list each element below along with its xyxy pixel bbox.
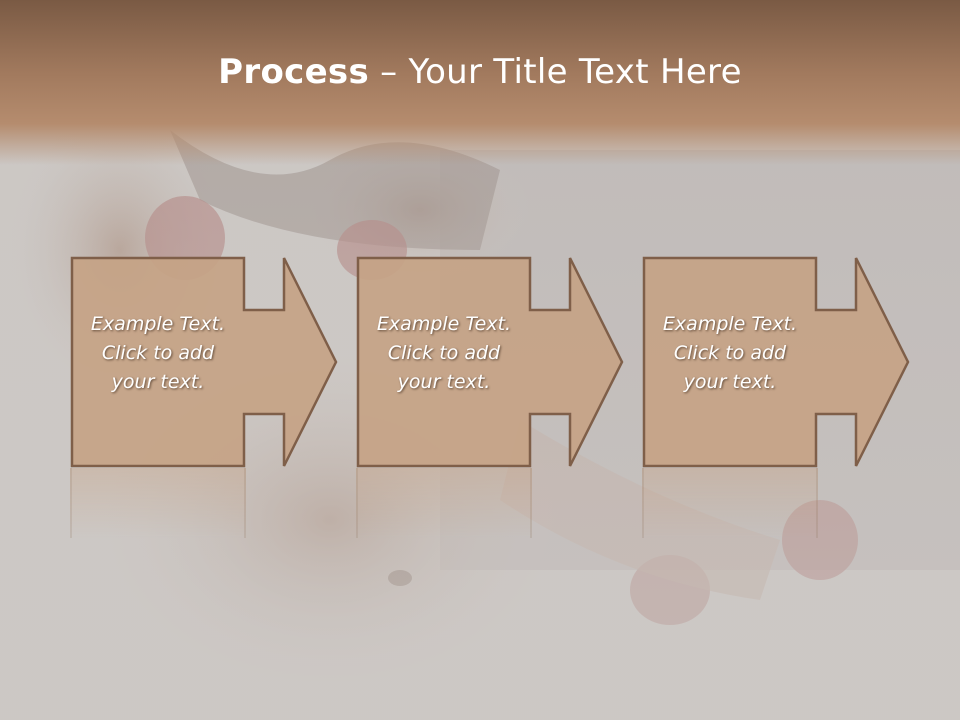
arrow-box-shape xyxy=(642,256,910,468)
title-rest-part: – Your Title Text Here xyxy=(369,52,742,92)
step-1-text[interactable]: Example Text. Click to add your text. xyxy=(74,310,242,397)
step-text-line: Example Text. xyxy=(376,313,512,335)
process-step-2[interactable]: Example Text. Click to add your text. xyxy=(356,256,626,468)
process-step-3[interactable]: Example Text. Click to add your text. xyxy=(642,256,912,468)
step-text-line: Click to add xyxy=(101,342,215,364)
step-text-line: your text. xyxy=(111,371,205,393)
step-3-text[interactable]: Example Text. Click to add your text. xyxy=(646,310,814,397)
step-text-line: your text. xyxy=(397,371,491,393)
step-text-line: Click to add xyxy=(673,342,787,364)
arrow-box-shape xyxy=(356,256,624,468)
step-3-reflection xyxy=(642,468,818,538)
title-bold-part: Process xyxy=(218,52,370,92)
step-text-line: Example Text. xyxy=(90,313,226,335)
arrow-box-shape xyxy=(70,256,338,468)
title-band xyxy=(0,0,960,165)
process-step-1[interactable]: Example Text. Click to add your text. xyxy=(70,256,340,468)
step-2-text[interactable]: Example Text. Click to add your text. xyxy=(360,310,528,397)
step-text-line: Click to add xyxy=(387,342,501,364)
step-text-line: Example Text. xyxy=(662,313,798,335)
slide-title[interactable]: Process – Your Title Text Here xyxy=(0,52,960,92)
step-2-reflection xyxy=(356,468,532,538)
step-1-reflection xyxy=(70,468,246,538)
step-text-line: your text. xyxy=(683,371,777,393)
